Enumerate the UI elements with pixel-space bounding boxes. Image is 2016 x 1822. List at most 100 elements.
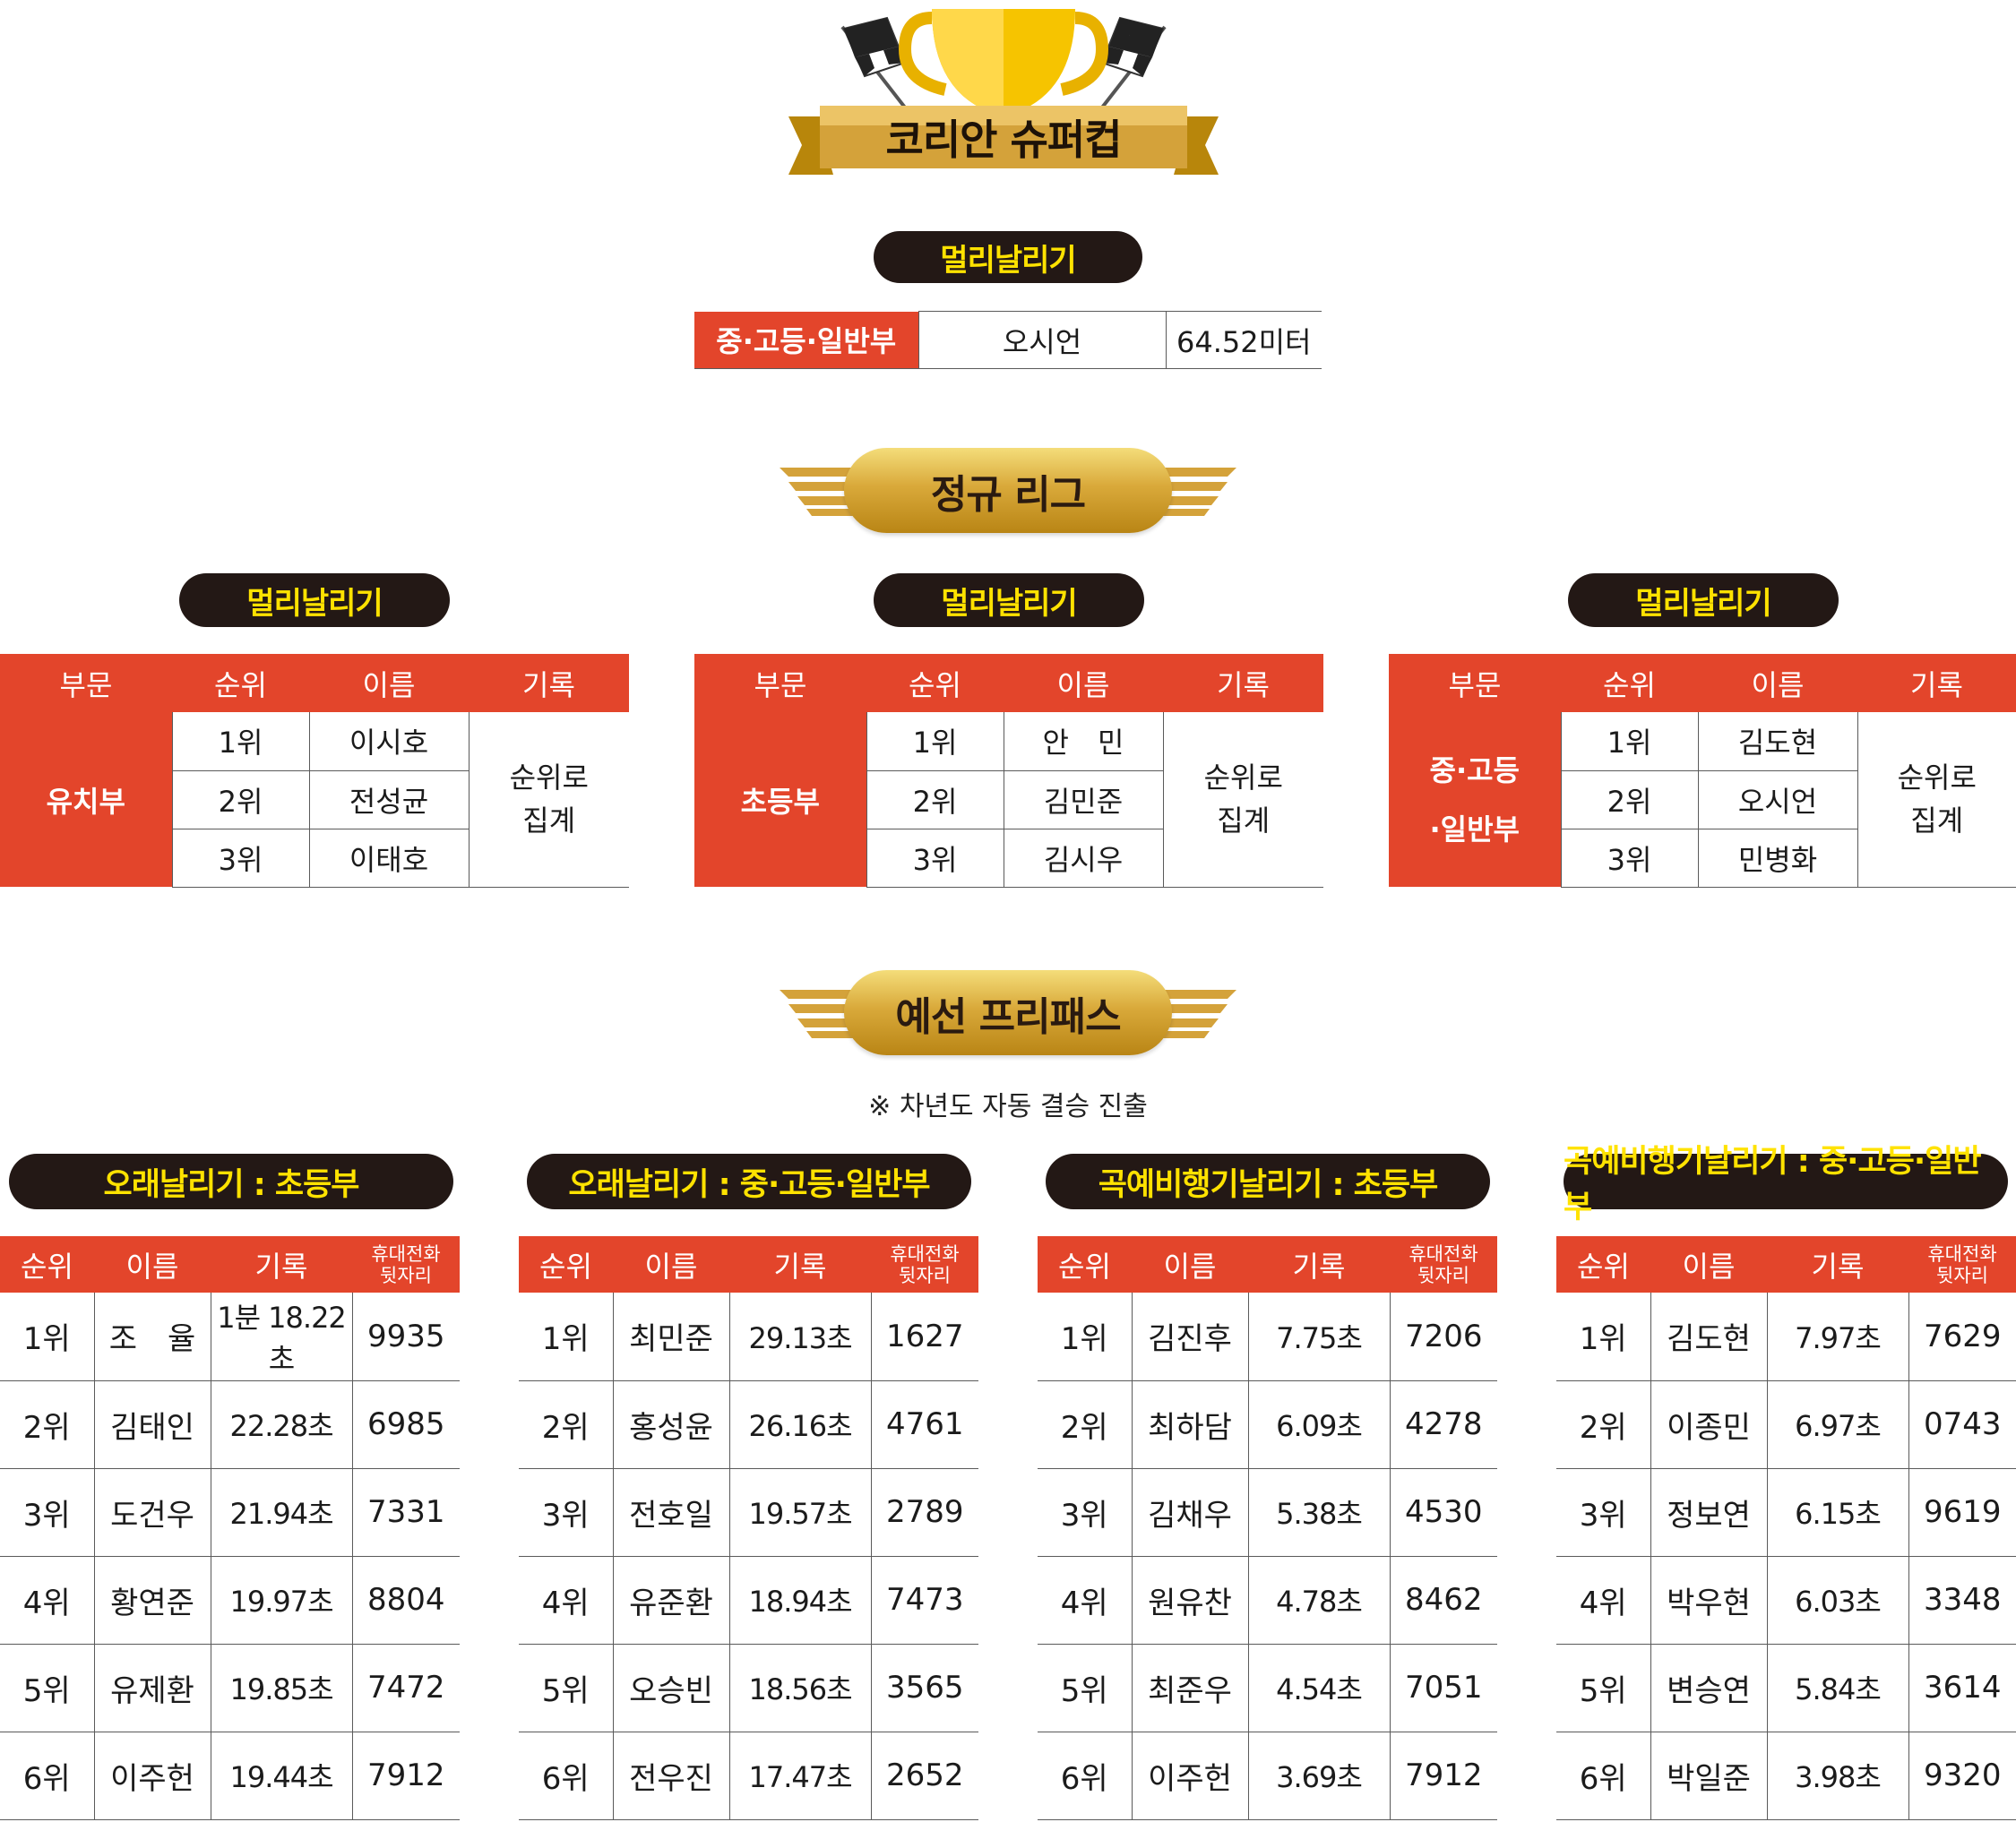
- header-rank: 순위: [1038, 1236, 1132, 1293]
- header-record: 기록: [211, 1236, 352, 1293]
- header-phone-line-2: 뒷자리: [1936, 1264, 1988, 1286]
- record-line-2: 집계: [1910, 804, 1964, 838]
- phone-digits-cell: 7473: [870, 1556, 978, 1645]
- rank-cell: 3위: [519, 1468, 613, 1557]
- rank-cell: 5위: [1038, 1644, 1132, 1732]
- header-division: 부문: [0, 654, 172, 712]
- prelim-event-badge-2: 오래날리기 : 중·고등·일반부: [527, 1154, 971, 1209]
- phone-digits-cell: 9935: [351, 1293, 460, 1381]
- name-cell: 김채우: [1131, 1468, 1248, 1557]
- rank-cell: 3위: [171, 829, 309, 888]
- name-cell: 최준우: [1131, 1644, 1248, 1732]
- rank-cell: 1위: [0, 1293, 94, 1381]
- rank-cell: 2위: [519, 1380, 613, 1469]
- header-rank: 순위: [1556, 1236, 1650, 1293]
- header-division: 부문: [1389, 654, 1561, 712]
- regular-league-title: 정규 리그: [844, 448, 1172, 533]
- header-division: 부문: [694, 654, 866, 712]
- rank-cell: 2위: [1556, 1380, 1650, 1469]
- record-cell: 7.75초: [1247, 1293, 1390, 1381]
- phone-digits-cell: 7206: [1389, 1293, 1497, 1381]
- rank-cell: 3위: [1556, 1468, 1650, 1557]
- name-cell: 이주헌: [93, 1732, 211, 1820]
- record-line-2: 집계: [522, 804, 576, 838]
- rank-cell: 2위: [0, 1380, 94, 1469]
- name-cell: 이시호: [308, 712, 469, 771]
- header-phone-line-1: 휴대전화: [1927, 1242, 1997, 1265]
- record-cell: 19.57초: [728, 1468, 871, 1557]
- division-label-1: 중·고등: [1429, 752, 1520, 787]
- rank-cell: 1위: [519, 1293, 613, 1381]
- rank-cell: 6위: [519, 1732, 613, 1820]
- record-cell: 6.09초: [1247, 1380, 1390, 1469]
- phone-digits-cell: 1627: [870, 1293, 978, 1381]
- record-cell: 5.38초: [1247, 1468, 1390, 1557]
- record-cell: 7.97초: [1766, 1293, 1908, 1381]
- record-cell: 18.94초: [728, 1556, 871, 1645]
- table-row: 2위 김민준: [694, 770, 1323, 829]
- phone-digits-cell: 7331: [351, 1468, 460, 1557]
- phone-digits-cell: 0743: [1908, 1380, 2016, 1469]
- name-cell: 김도현: [1697, 712, 1857, 771]
- regular-event-badge-2: 멀리날리기: [874, 573, 1144, 627]
- supercup-event-badge: 멀리날리기: [874, 231, 1142, 283]
- prelim-event-badge-4: 곡예비행기날리기 : 중·고등·일반부: [1564, 1144, 2008, 1225]
- division-label: 유치부: [46, 784, 125, 819]
- header-rank: 순위: [1561, 654, 1698, 712]
- supercup-name: 오시언: [918, 311, 1166, 369]
- name-cell: 원유찬: [1131, 1556, 1248, 1645]
- rank-cell: 3위: [1560, 829, 1698, 888]
- header-record: 기록: [1248, 1236, 1390, 1293]
- rank-cell: 3위: [1038, 1468, 1132, 1557]
- header-record: 기록: [729, 1236, 871, 1293]
- phone-digits-cell: 2652: [870, 1732, 978, 1820]
- name-cell: 이태호: [308, 829, 469, 888]
- record-cell: 17.47초: [728, 1732, 871, 1820]
- name-cell: 김민준: [1003, 770, 1163, 829]
- name-cell: 유준환: [612, 1556, 729, 1645]
- header-rank: 순위: [866, 654, 1004, 712]
- rank-cell: 6위: [0, 1732, 94, 1820]
- wing-right-icon: [1156, 468, 1236, 516]
- rank-cell: 2위: [171, 770, 309, 829]
- name-cell: 조 율: [93, 1293, 211, 1381]
- name-cell: 도건우: [93, 1468, 211, 1557]
- table-header: 부문 순위 이름 기록: [694, 654, 1323, 712]
- rank-cell: 2위: [1560, 770, 1698, 829]
- rank-cell: 3위: [0, 1468, 94, 1557]
- phone-digits-cell: 9619: [1908, 1468, 2016, 1557]
- rank-cell: 5위: [519, 1644, 613, 1732]
- checkered-flag-right-icon: [1100, 16, 1167, 109]
- name-cell: 전우진: [612, 1732, 729, 1820]
- wing-left-icon: [780, 990, 860, 1038]
- name-cell: 전성균: [308, 770, 469, 829]
- header-name: 이름: [1698, 654, 1857, 712]
- rank-cell: 1위: [1560, 712, 1698, 771]
- name-cell: 김시우: [1003, 829, 1163, 888]
- prelim-event-badge-1: 오래날리기 : 초등부: [9, 1154, 453, 1209]
- regular-table-middle-high-general: 부문 순위 이름 기록 중·고등 ·일반부 1위 김도현 순위로 집계 2위 오…: [1389, 654, 2016, 888]
- division-label-2: ·일반부: [1429, 812, 1520, 847]
- rank-cell: 4위: [0, 1556, 94, 1645]
- header-phone-line-2: 뒷자리: [899, 1264, 951, 1286]
- phone-digits-cell: 7912: [351, 1732, 460, 1820]
- table-row: 초등부 1위 안 민 순위로 집계: [694, 712, 1323, 888]
- supercup-record: 64.52미터: [1165, 311, 1322, 369]
- rank-cell: 2위: [1038, 1380, 1132, 1469]
- rank-cell: 2위: [866, 770, 1004, 829]
- header-rank: 순위: [0, 1236, 94, 1293]
